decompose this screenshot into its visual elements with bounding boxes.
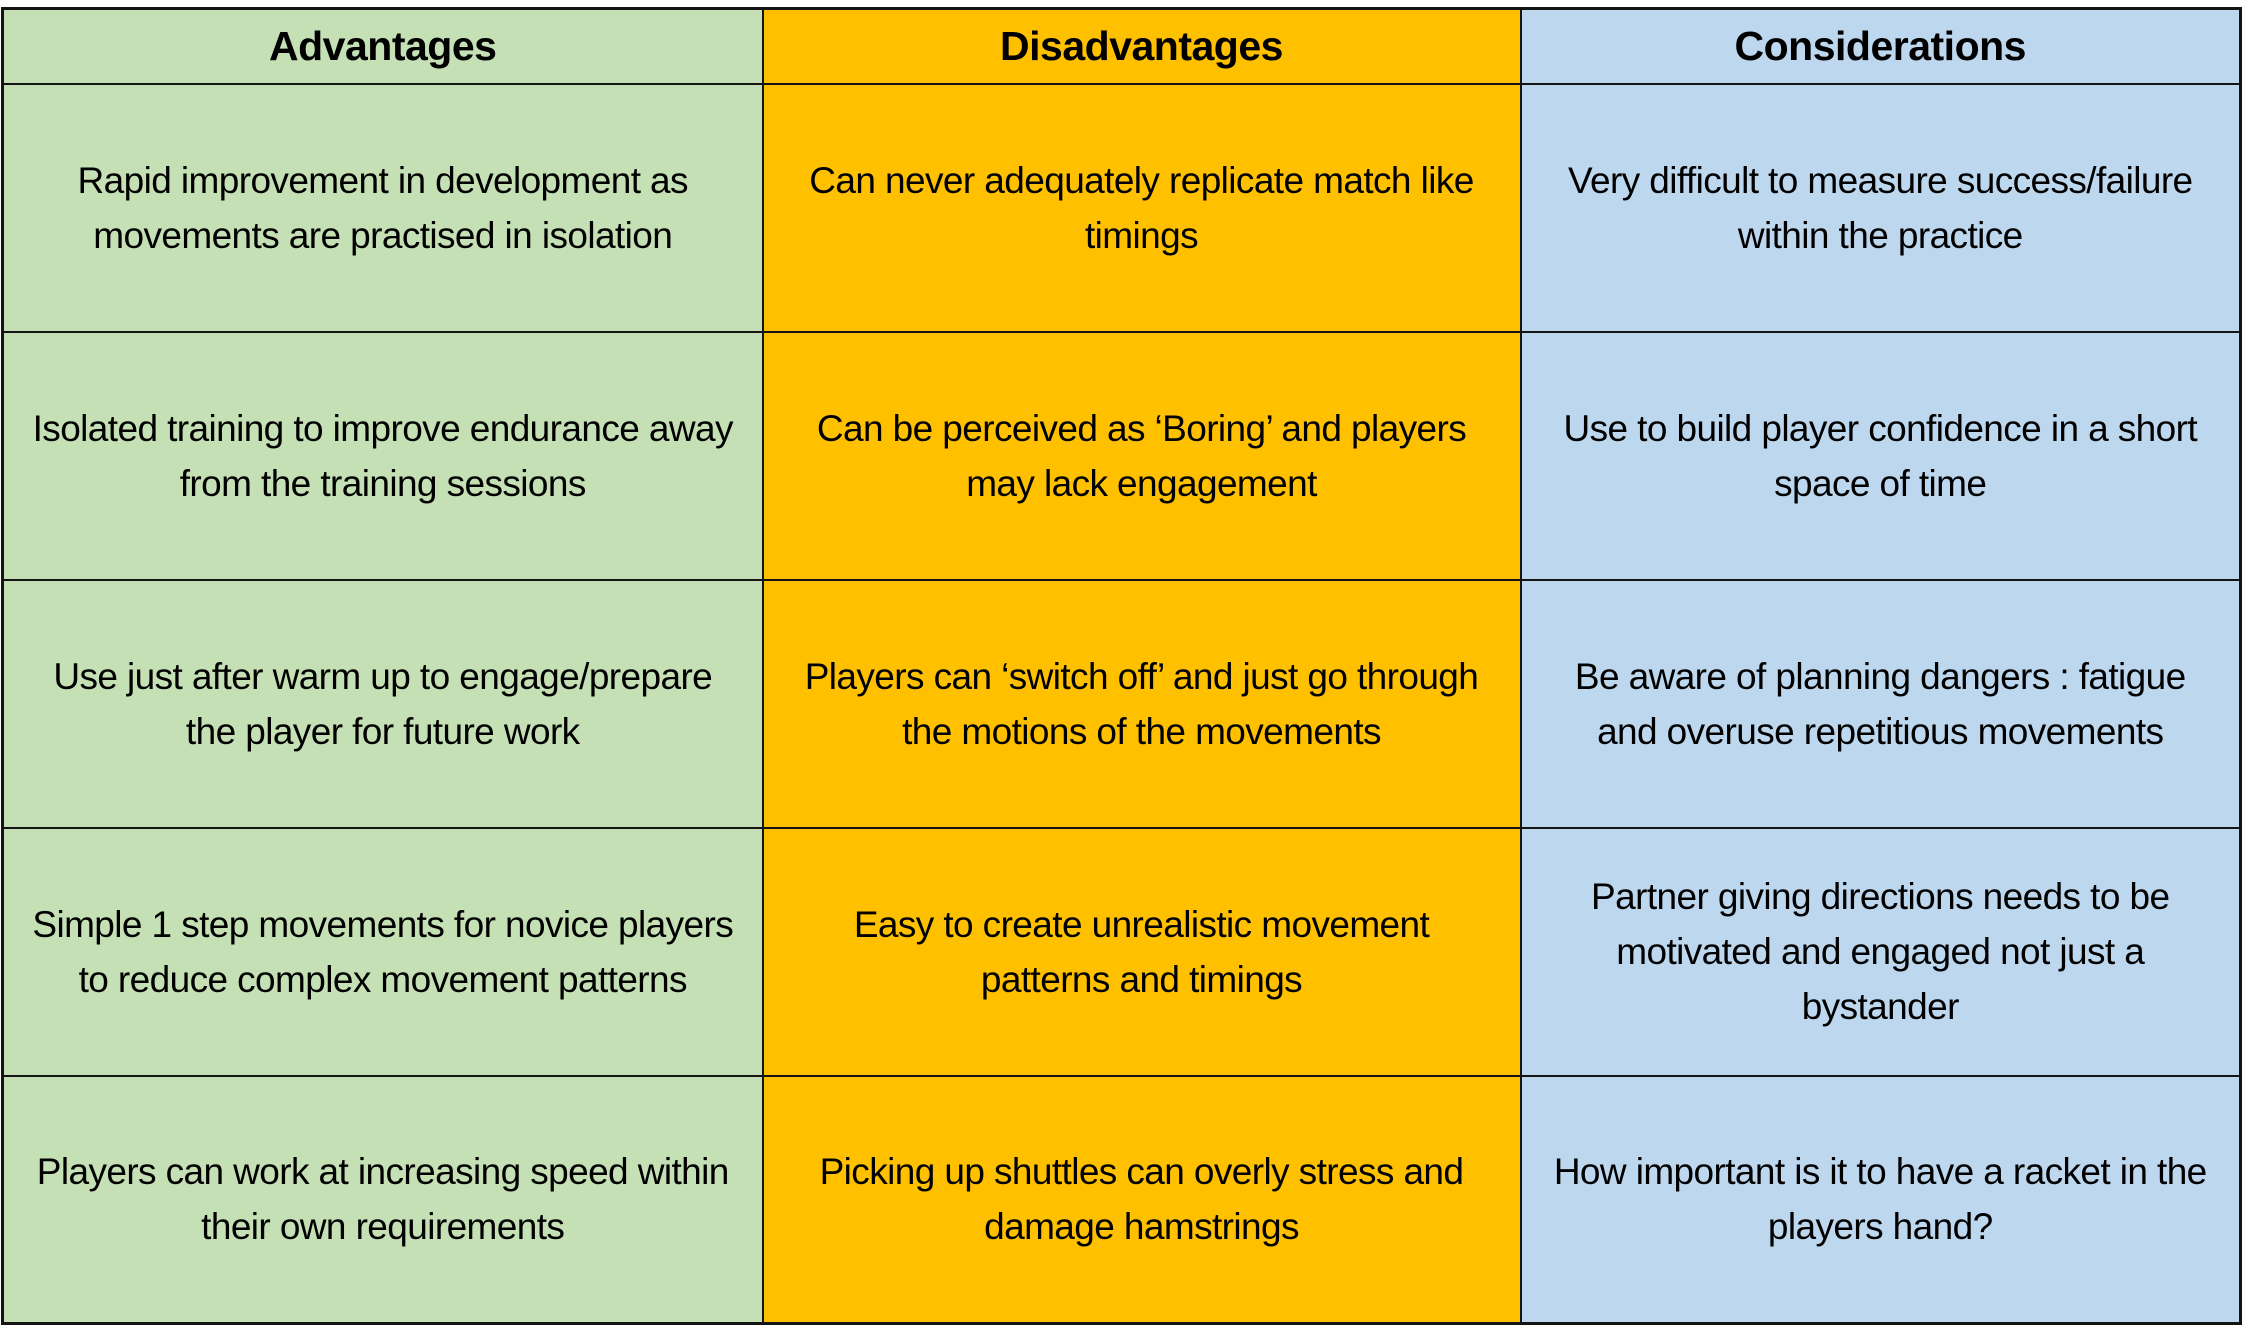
table-row: Isolated training to improve endurance a… — [1, 330, 2242, 581]
consideration-cell: Very difficult to measure success/failur… — [1519, 82, 2242, 333]
disadvantage-cell: Picking up shuttles can overly stress an… — [761, 1074, 1522, 1325]
consideration-cell: Use to build player confidence in a shor… — [1519, 330, 2242, 581]
advantage-cell: Players can work at increasing speed wit… — [1, 1074, 764, 1325]
header-advantages: Advantages — [1, 7, 764, 85]
header-considerations: Considerations — [1519, 7, 2242, 85]
advantages-disadvantages-table: Advantages Disadvantages Considerations … — [1, 7, 2242, 1325]
disadvantage-cell: Can be perceived as ‘Boring’ and players… — [761, 330, 1522, 581]
advantage-cell: Use just after warm up to engage/prepare… — [1, 578, 764, 829]
advantage-cell: Simple 1 step movements for novice playe… — [1, 826, 764, 1077]
consideration-cell: Be aware of planning dangers : fatigue a… — [1519, 578, 2242, 829]
comparison-table-container: Advantages Disadvantages Considerations … — [1, 7, 2242, 1325]
advantage-cell: Rapid improvement in development as move… — [1, 82, 764, 333]
consideration-cell: Partner giving directions needs to be mo… — [1519, 826, 2242, 1077]
table-row: Simple 1 step movements for novice playe… — [1, 826, 2242, 1077]
table-row: Rapid improvement in development as move… — [1, 82, 2242, 333]
disadvantage-cell: Easy to create unrealistic movement patt… — [761, 826, 1522, 1077]
header-disadvantages: Disadvantages — [761, 7, 1522, 85]
advantage-cell: Isolated training to improve endurance a… — [1, 330, 764, 581]
disadvantage-cell: Can never adequately replicate match lik… — [761, 82, 1522, 333]
table-row: Players can work at increasing speed wit… — [1, 1074, 2242, 1325]
consideration-cell: How important is it to have a racket in … — [1519, 1074, 2242, 1325]
header-row: Advantages Disadvantages Considerations — [1, 7, 2242, 85]
table-row: Use just after warm up to engage/prepare… — [1, 578, 2242, 829]
disadvantage-cell: Players can ‘switch off’ and just go thr… — [761, 578, 1522, 829]
